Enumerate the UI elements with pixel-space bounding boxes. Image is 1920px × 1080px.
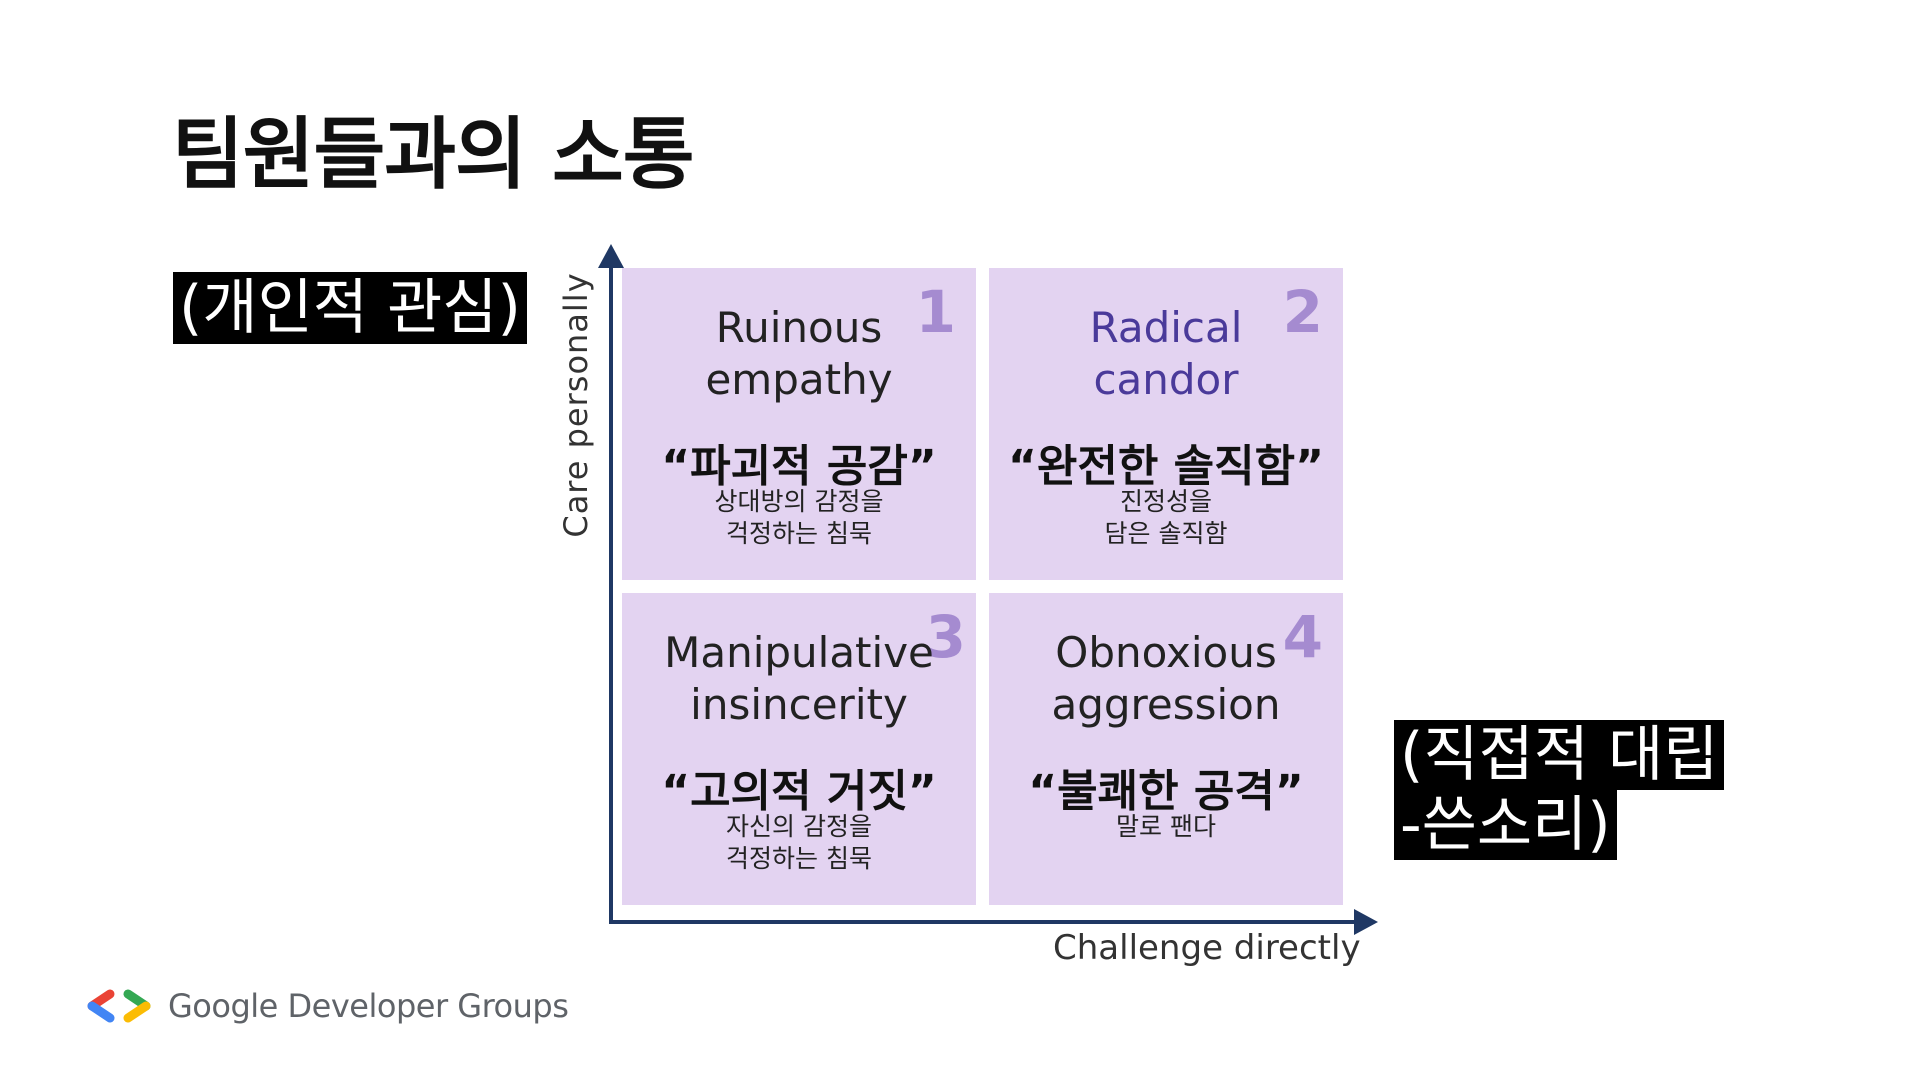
desc-line: 진정성을 <box>1119 487 1212 516</box>
y-axis-label: Care personally <box>557 272 595 538</box>
x-axis-label: Challenge directly <box>1053 928 1361 968</box>
quadrant-manipulative-insincerity: 3 Manipulative insincerity “고의적 거짓” 자신의 … <box>622 593 976 905</box>
desc-line: 걱정하는 침묵 <box>726 519 872 548</box>
x-axis-arrowhead <box>1354 909 1378 935</box>
quadrant-english-name: Manipulative insincerity <box>622 627 976 731</box>
quadrant-number: 2 <box>1282 278 1323 346</box>
quadrant-korean-name: “완전한 솔직함” <box>1007 441 1325 492</box>
quadrant-radical-candor: 2 Radical candor “완전한 솔직함” 진정성을 담은 솔직함 <box>989 268 1343 580</box>
gdg-brackets-logo-icon <box>87 989 151 1023</box>
gdg-logo-text: Google Developer Groups <box>168 987 569 1025</box>
quadrant-number: 1 <box>915 278 956 346</box>
quadrant-description: 자신의 감정을 걱정하는 침묵 <box>622 811 976 875</box>
slide-title: 팀원들과의 소통 <box>172 110 694 200</box>
y-axis-arrowhead <box>598 244 624 268</box>
quadrant-english-name: Obnoxious aggression <box>989 627 1343 731</box>
quadrant-description: 진정성을 담은 솔직함 <box>989 486 1343 550</box>
quadrant-number: 4 <box>1282 603 1323 671</box>
name-line: empathy <box>705 355 893 404</box>
quadrant-english-name: Ruinous empathy <box>622 302 976 406</box>
name-line: Obnoxious <box>1055 628 1277 677</box>
highlight-line-1: (직접적 대립 <box>1394 720 1725 790</box>
desc-line: 상대방의 감정을 <box>714 487 884 516</box>
desc-line: 담은 솔직함 <box>1104 519 1228 548</box>
desc-line: 걱정하는 침묵 <box>726 844 872 873</box>
quadrant-korean-name: “고의적 거짓” <box>661 766 937 817</box>
quadrant-description: 말로 팬다 <box>989 811 1343 843</box>
challenge-directly-highlight: (직접적 대립 -쓴소리) <box>1394 720 1725 860</box>
name-line: Ruinous <box>715 303 883 352</box>
name-line: Radical <box>1089 303 1243 352</box>
desc-line: 말로 팬다 <box>1116 812 1216 841</box>
name-line: Manipulative <box>664 628 934 677</box>
quadrant-korean-name: “불쾌한 공격” <box>1028 766 1304 817</box>
quadrant-description: 상대방의 감정을 걱정하는 침묵 <box>622 486 976 550</box>
name-line: candor <box>1093 355 1239 404</box>
highlight-line-2: -쓴소리) <box>1394 790 1617 860</box>
gdg-logo: Google Developer Groups <box>84 984 569 1028</box>
name-line: aggression <box>1051 680 1281 729</box>
care-personally-highlight: (개인적 관심) <box>173 272 527 344</box>
quadrant-english-name: Radical candor <box>989 302 1343 406</box>
quadrant-ruinous-empathy: 1 Ruinous empathy “파괴적 공감” 상대방의 감정을 걱정하는… <box>622 268 976 580</box>
quadrant-obnoxious-aggression: 4 Obnoxious aggression “불쾌한 공격” 말로 팬다 <box>989 593 1343 905</box>
quadrant-number: 3 <box>925 603 966 671</box>
quadrant-korean-name: “파괴적 공감” <box>661 441 937 492</box>
name-line: insincerity <box>690 680 908 729</box>
desc-line: 자신의 감정을 <box>726 812 872 841</box>
